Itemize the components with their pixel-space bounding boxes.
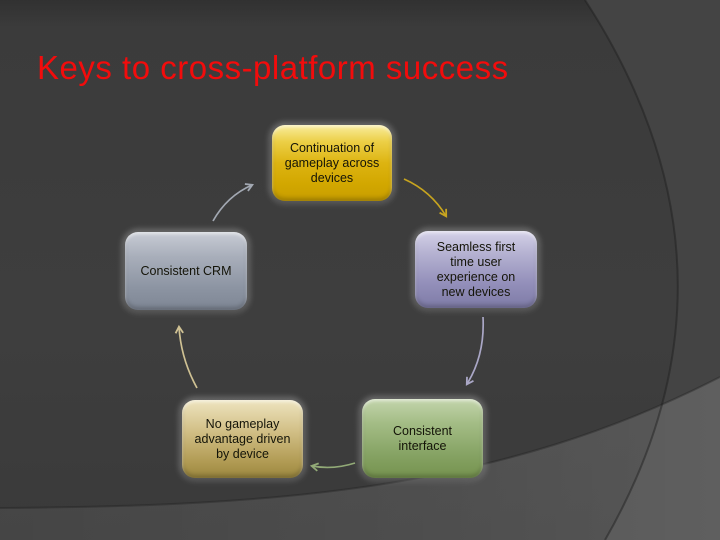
node-seamless-first-time-experience[interactable]: Seamless first time user experience on n…: [415, 231, 537, 308]
node-label: Seamless first time user experience on n…: [436, 239, 516, 299]
node-label: Consistent CRM: [140, 263, 232, 278]
background-swoosh-edge-line: [0, 376, 720, 509]
node-continuation-of-gameplay[interactable]: Continuation of gameplay across devices: [272, 125, 392, 201]
background-bottom-swoosh: [0, 377, 720, 540]
page-title: Keys to cross-platform success: [37, 49, 509, 86]
node-consistent-crm[interactable]: Consistent CRM: [125, 232, 247, 310]
node-no-gameplay-advantage[interactable]: No gameplay advantage driven by device: [182, 400, 303, 478]
node-label: Consistent interface: [392, 423, 453, 453]
node-label: No gameplay advantage driven by device: [194, 416, 291, 461]
background-crease-line: [584, 0, 679, 540]
node-label: Continuation of gameplay across devices: [284, 140, 380, 185]
node-consistent-interface[interactable]: Consistent interface: [362, 399, 483, 478]
